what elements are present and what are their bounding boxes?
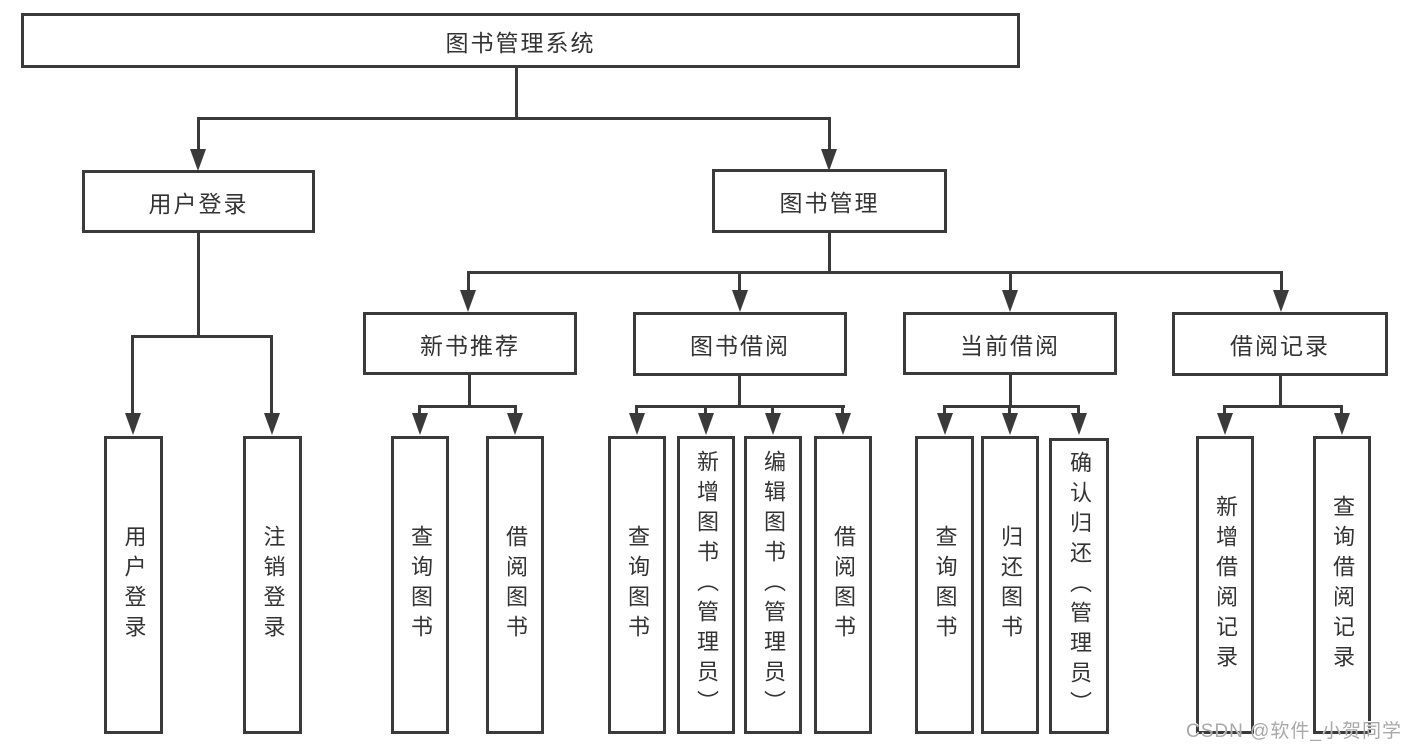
arrow-down-icon [1002,290,1018,312]
connector [738,376,741,408]
connector [828,233,831,273]
node-current-borrowing: 当前借阅 [903,312,1117,375]
leaf-query-books-borrowing: 查询图书 [608,436,666,734]
arrow-down-icon [1273,290,1289,312]
leaf-query-books-recommend: 查询图书 [391,436,449,734]
node-root: 图书管理系统 [21,13,1020,68]
connector [771,405,774,415]
connector [468,375,471,408]
arrow-down-icon [1071,413,1087,435]
arrow-down-icon [125,413,141,435]
leaf-query-borrow-record: 查询借阅记录 [1313,436,1371,734]
node-book-management: 图书管理 [712,169,947,233]
leaf-user-login: 用户登录 [104,436,163,734]
connector [1009,375,1012,408]
node-new-book-recommendation: 新书推荐 [363,312,577,375]
connector [467,271,1283,274]
leaf-return-books: 归还图书 [981,436,1039,734]
arrow-down-icon [507,413,523,435]
arrow-down-icon [1217,413,1233,435]
connector [943,405,1080,408]
arrow-down-icon [732,290,748,312]
arrow-down-icon [765,413,781,435]
connector [1279,376,1282,408]
connector [828,117,831,151]
connector [1340,405,1343,415]
arrow-down-icon [1334,413,1350,435]
node-book-borrowing: 图书借阅 [633,312,847,376]
connector [131,335,134,415]
connector [635,405,845,408]
leaf-add-books-admin: 新增图书（管理员） [677,436,735,734]
arrow-down-icon [190,149,206,171]
connector [1223,405,1343,408]
arrow-down-icon [937,413,953,435]
connector [197,117,200,151]
connector [704,405,707,415]
connector [514,405,517,415]
connector [467,271,470,292]
leaf-logout: 注销登录 [243,436,302,734]
connector [418,405,517,408]
connector [635,405,638,415]
node-user-login: 用户登录 [82,170,315,233]
leaf-query-books-current: 查询图书 [915,436,974,734]
connector [738,271,741,292]
leaf-borrow-books-recommend: 借阅图书 [486,436,544,734]
connector [1008,405,1011,415]
connector [1223,405,1226,415]
arrow-down-icon [835,413,851,435]
connector [1009,271,1012,292]
leaf-borrow-books: 借阅图书 [814,436,872,734]
leaf-edit-books-admin: 编辑图书（管理员） [744,436,802,734]
connector [841,405,844,415]
connector [515,68,518,119]
watermark-text: CSDN @软件_小贺同学 [1186,721,1402,742]
connector [1077,405,1080,415]
arrow-down-icon [1002,413,1018,435]
arrow-down-icon [460,290,476,312]
connector [943,405,946,415]
arrow-down-icon [412,413,428,435]
node-borrowing-records: 借阅记录 [1172,312,1388,376]
connector [131,335,273,338]
connector [270,335,273,415]
connector [418,405,421,415]
connector [197,233,200,338]
arrow-down-icon [821,149,837,171]
connector [197,117,831,120]
leaf-confirm-return-admin: 确认归还（管理员） [1049,438,1109,734]
arrow-down-icon [698,413,714,435]
arrow-down-icon [264,413,280,435]
connector [1280,271,1283,292]
leaf-add-borrow-record: 新增借阅记录 [1196,436,1254,734]
arrow-down-icon [629,413,645,435]
